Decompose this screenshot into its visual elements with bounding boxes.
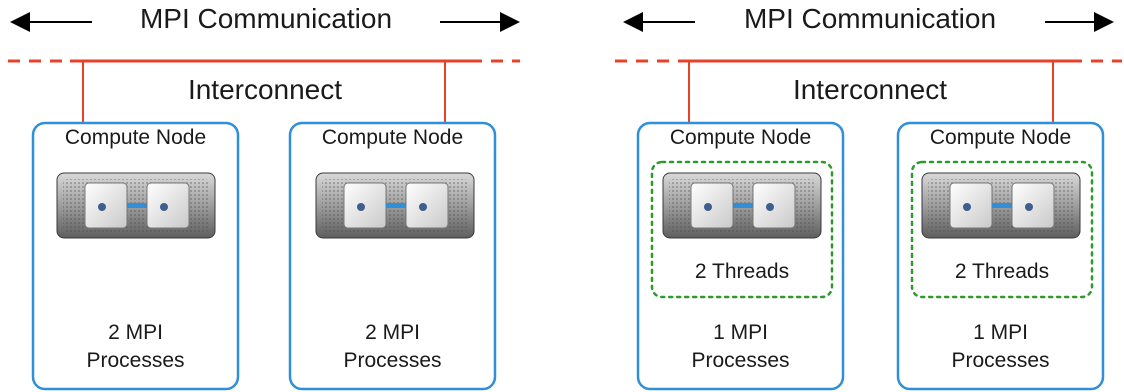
right-node-2-label: Compute Node bbox=[929, 126, 1072, 149]
right-communication-title: MPI Communication bbox=[743, 3, 997, 34]
right-compute-node-1-box bbox=[636, 121, 845, 391]
right-node-1-unit: Processes bbox=[691, 349, 790, 372]
right-compute-node-2-box bbox=[896, 121, 1105, 391]
left-interconnect-label: Interconnect bbox=[150, 74, 380, 106]
left-node-1-unit: Processes bbox=[86, 349, 185, 372]
cpu-chip-icon bbox=[405, 182, 449, 229]
left-node-1-label: Compute Node bbox=[64, 126, 207, 149]
left-node-2-count: 2 MPI bbox=[365, 321, 420, 344]
server-chassis-icon bbox=[662, 172, 822, 239]
left-panel bbox=[8, 12, 520, 391]
server-chassis-icon bbox=[315, 172, 475, 239]
cpu-chip-icon bbox=[752, 182, 796, 229]
right-thread-group-2 bbox=[910, 160, 1094, 299]
server-chassis-icon bbox=[56, 172, 216, 239]
cpu-chip-icon bbox=[146, 182, 190, 229]
right-node-2-threads: 2 Threads bbox=[954, 260, 1050, 283]
cpu-chip-icon bbox=[84, 182, 128, 229]
cpu-chip-icon bbox=[690, 182, 734, 229]
left-compute-node-1-box bbox=[31, 121, 240, 391]
right-node-1-threads: 2 Threads bbox=[694, 260, 790, 283]
right-panel bbox=[615, 12, 1122, 391]
cpu-chip-icon bbox=[1011, 182, 1055, 229]
right-node-2-unit: Processes bbox=[951, 349, 1050, 372]
right-interconnect-bus bbox=[615, 59, 1122, 123]
left-node-2-label: Compute Node bbox=[321, 126, 464, 149]
cpu-chip-icon bbox=[949, 182, 993, 229]
right-thread-group-1 bbox=[650, 160, 834, 299]
left-communication-title: MPI Communication bbox=[139, 3, 393, 34]
left-node-2-unit: Processes bbox=[343, 349, 442, 372]
right-node-1-count: 1 MPI bbox=[713, 321, 768, 344]
right-node-1-label: Compute Node bbox=[669, 126, 812, 149]
server-chassis-icon bbox=[921, 172, 1081, 239]
right-interconnect-label: Interconnect bbox=[755, 74, 985, 106]
left-interconnect-bus bbox=[8, 59, 520, 123]
cpu-chip-icon bbox=[343, 182, 387, 229]
right-node-2-count: 1 MPI bbox=[973, 321, 1028, 344]
left-compute-node-2-box bbox=[288, 121, 497, 391]
left-node-1-count: 2 MPI bbox=[108, 321, 163, 344]
